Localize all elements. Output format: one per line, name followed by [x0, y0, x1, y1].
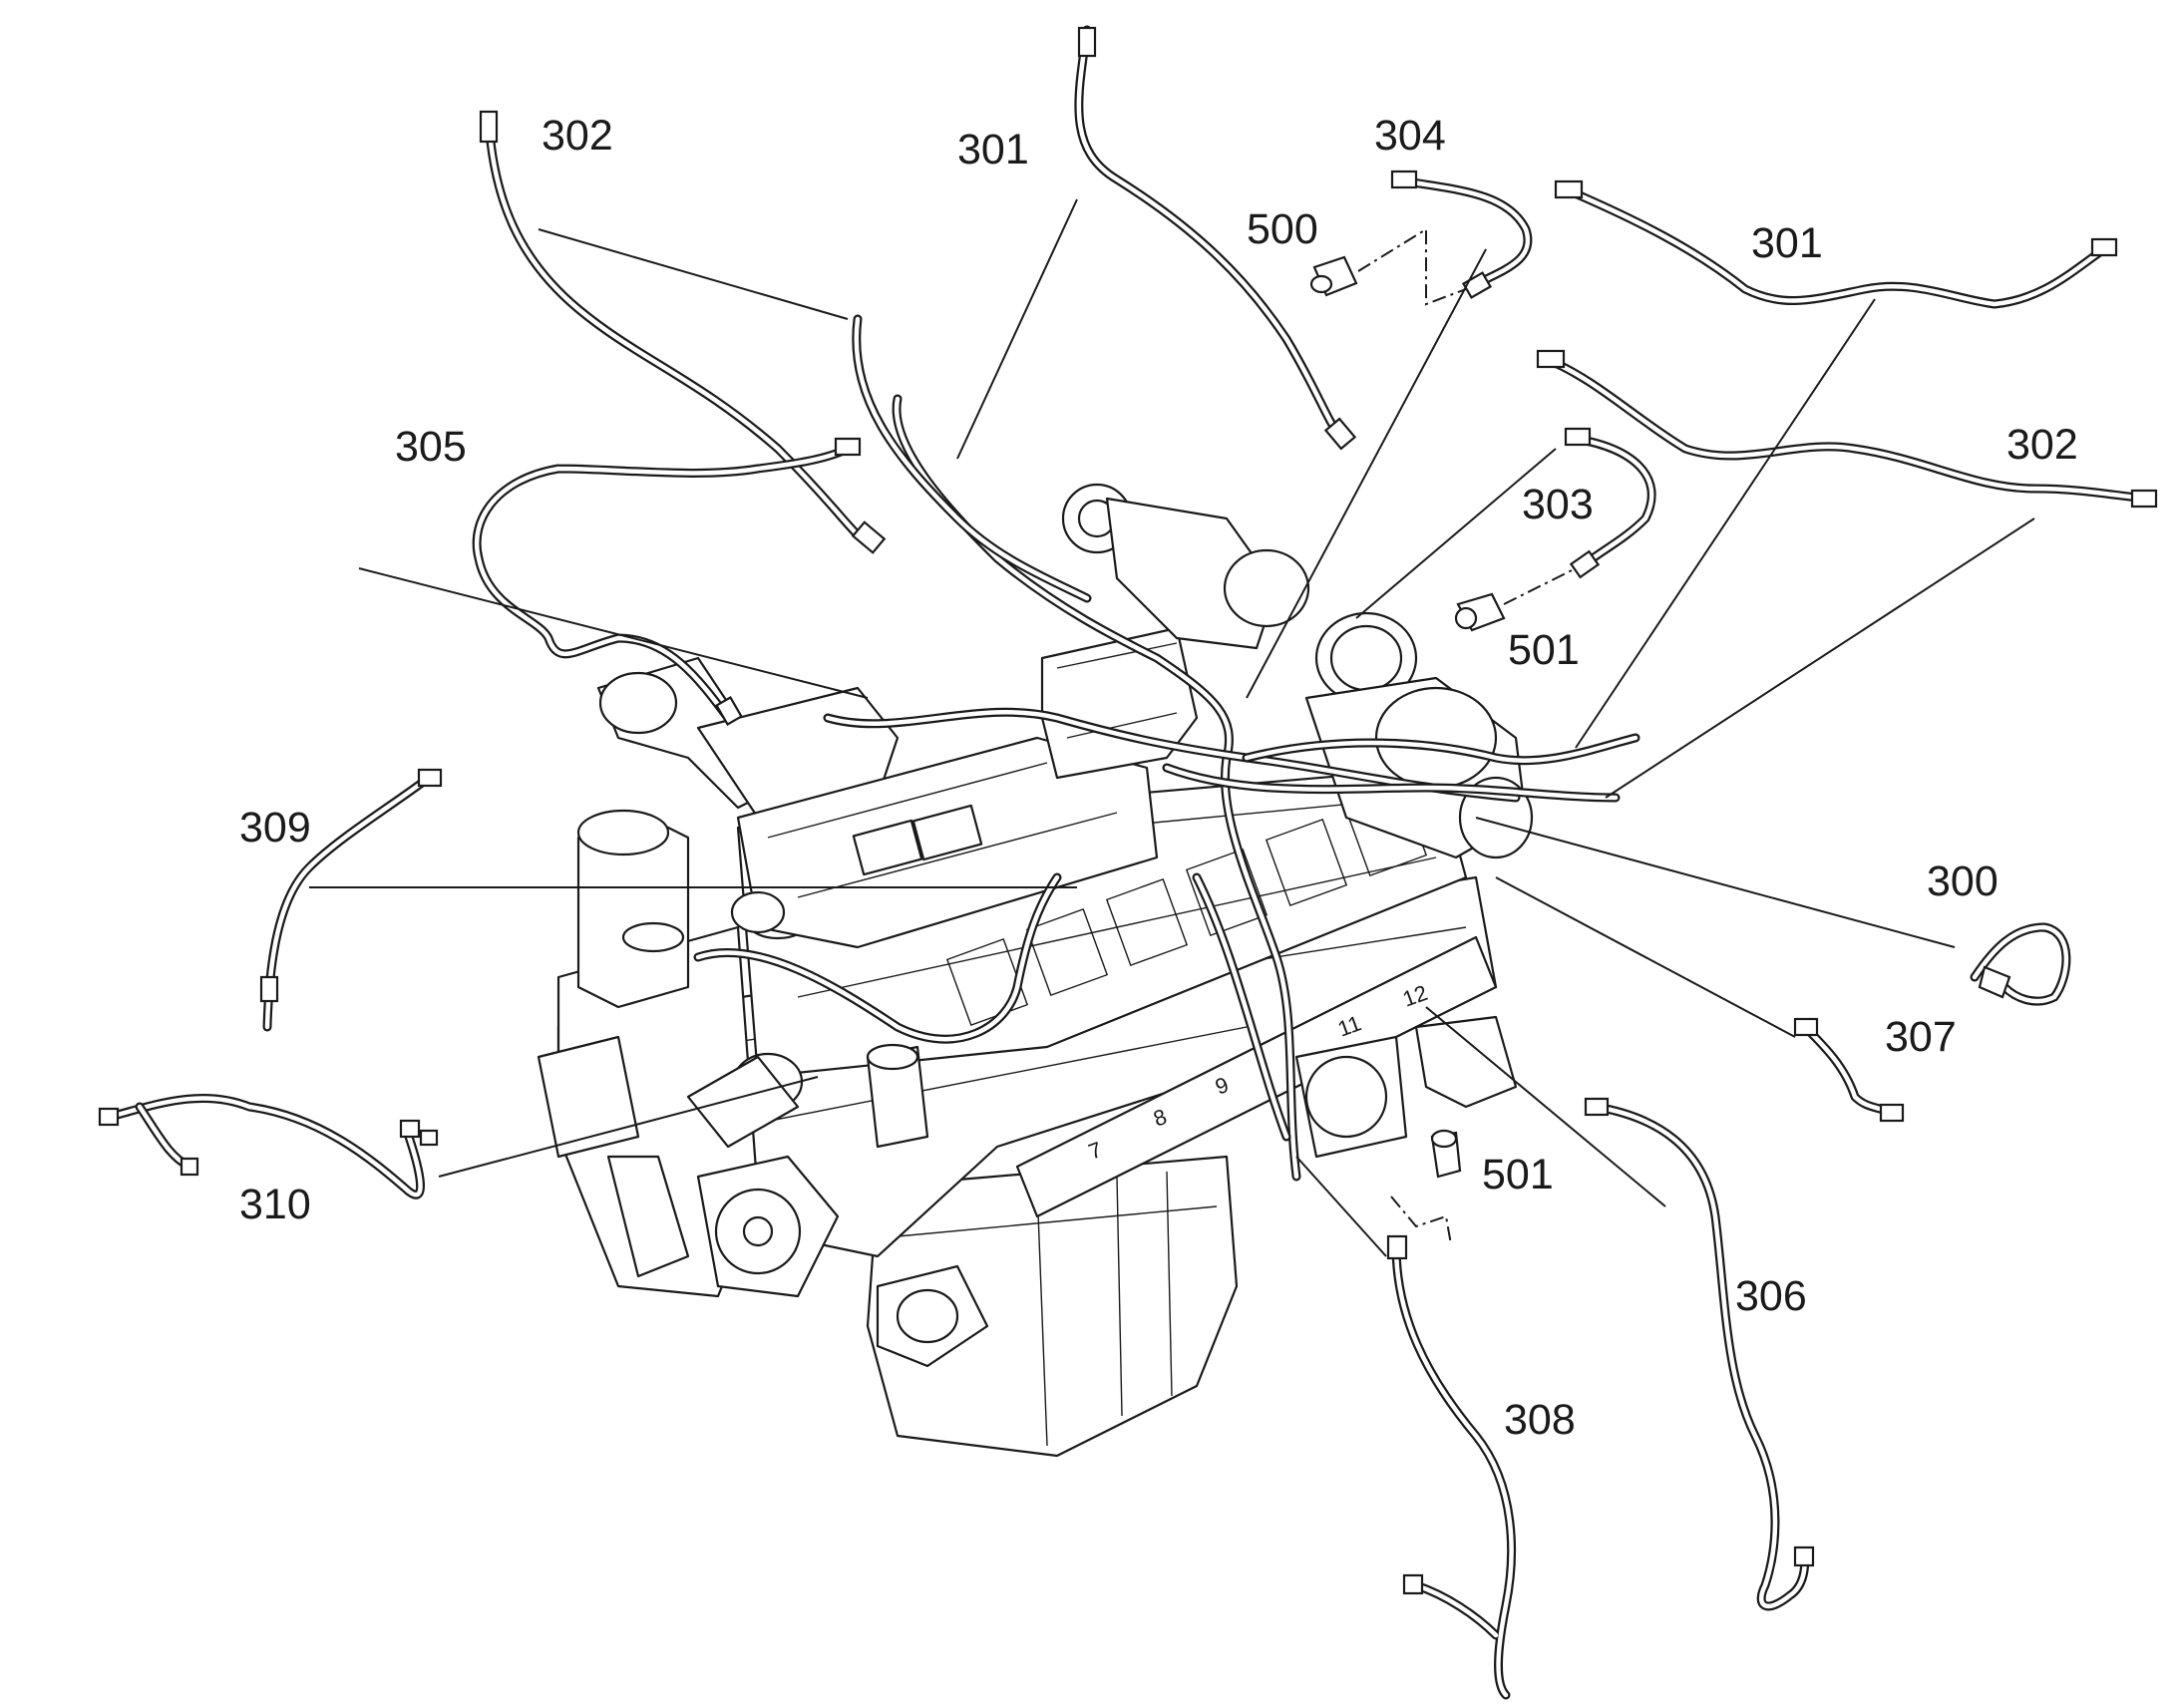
- cable-302-left: [479, 110, 887, 554]
- cable-306: [1584, 1097, 1815, 1611]
- cable-harness-on-engine: [693, 314, 1640, 1182]
- cap-501-lower: [1390, 1129, 1462, 1245]
- callout-labels: 302 301 304 500 301 302 303 501 305 309 …: [239, 112, 2078, 1444]
- label-302-left: 302: [542, 112, 613, 160]
- cable-300: [1970, 922, 2071, 1006]
- label-308: 308: [1504, 1396, 1576, 1444]
- label-501-upper: 501: [1508, 626, 1580, 674]
- label-307: 307: [1885, 1013, 1957, 1061]
- label-305: 305: [395, 423, 467, 471]
- label-309: 309: [239, 804, 311, 852]
- cable-301-right: [1554, 179, 2118, 309]
- cable-307: [1793, 1017, 1905, 1123]
- leader-lines: [309, 198, 2035, 1257]
- cap-501-upper: [1454, 567, 1577, 632]
- engine-block: [537, 483, 1534, 1458]
- label-303: 303: [1522, 481, 1594, 528]
- cable-304: [1390, 170, 1533, 299]
- label-302-right: 302: [2006, 421, 2078, 469]
- cable-309: [259, 768, 443, 1032]
- cable-302-right: [1536, 349, 2158, 509]
- cable-301-top: [1074, 25, 1357, 451]
- cable-303: [1564, 427, 1656, 579]
- label-301-right: 301: [1751, 219, 1823, 267]
- label-304: 304: [1374, 112, 1446, 160]
- cable-310: [98, 1093, 439, 1199]
- cable-308: [1386, 1234, 1517, 1700]
- label-500: 500: [1247, 205, 1318, 253]
- cap-500: [1309, 227, 1467, 306]
- label-306: 306: [1735, 1272, 1807, 1320]
- label-501-lower: 501: [1482, 1151, 1554, 1198]
- label-310: 310: [239, 1181, 311, 1228]
- cable-305: [472, 437, 862, 727]
- label-301-top: 301: [957, 126, 1029, 173]
- label-300: 300: [1927, 857, 1998, 905]
